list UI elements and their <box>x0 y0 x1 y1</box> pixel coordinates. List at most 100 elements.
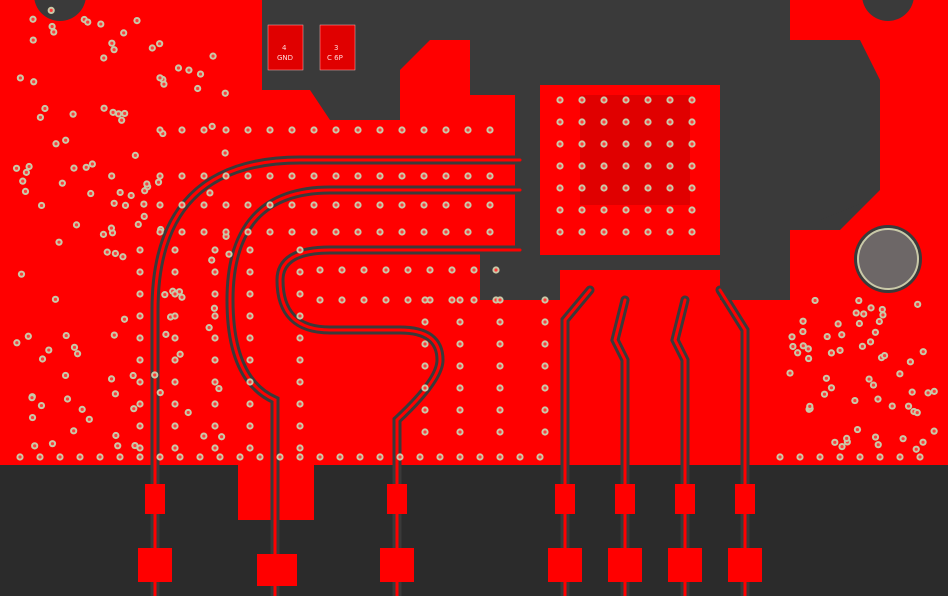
via-drill <box>458 408 462 412</box>
via-drill <box>153 373 157 377</box>
via-drill <box>145 182 149 186</box>
via-drill <box>158 455 162 459</box>
via-drill <box>177 290 182 294</box>
via-drill <box>334 128 338 132</box>
via-drill <box>906 404 911 408</box>
via-drill <box>825 334 829 339</box>
via-drill <box>143 189 147 193</box>
via-drill <box>27 164 31 169</box>
via-drill <box>64 333 68 338</box>
via-drill <box>444 174 448 178</box>
via-drill <box>212 306 217 310</box>
connector-pad-large <box>728 548 762 582</box>
via-drill <box>624 208 628 212</box>
via-drill <box>89 191 93 196</box>
via-drill <box>113 251 117 256</box>
via-drill <box>798 455 802 459</box>
via-drill <box>444 203 448 207</box>
via-drill <box>98 455 102 459</box>
via-drill <box>466 128 470 132</box>
via-drill <box>39 403 44 408</box>
via-drill <box>180 174 184 178</box>
via-drill <box>882 353 887 358</box>
via-drill <box>248 292 252 296</box>
via-drill <box>122 317 127 321</box>
via-drill <box>400 174 404 178</box>
via-drill <box>211 54 215 58</box>
via-drill <box>602 120 606 124</box>
via-drill <box>298 402 302 406</box>
via-drill <box>806 347 810 351</box>
via-drill <box>138 292 142 296</box>
via-drill <box>668 164 672 168</box>
via-drill <box>213 292 217 296</box>
via-drill <box>298 424 302 428</box>
via-drill <box>86 20 90 24</box>
via-drill <box>290 128 294 132</box>
via-drill <box>133 153 137 157</box>
via-drill <box>202 203 206 207</box>
via-drill <box>690 120 694 124</box>
via-drill <box>873 435 878 439</box>
via-drill <box>258 455 262 459</box>
via-drill <box>801 344 805 348</box>
via-drill <box>58 455 62 459</box>
via-drill <box>908 360 912 364</box>
via-drill <box>138 314 142 318</box>
via-drill <box>224 174 228 178</box>
via-drill <box>43 106 47 111</box>
via-drill <box>488 128 492 132</box>
via-drill <box>180 128 184 132</box>
via-drill <box>558 98 562 102</box>
connector-pad-large <box>257 554 297 586</box>
via-drill <box>690 230 694 234</box>
via-drill <box>871 383 876 387</box>
via-drill <box>227 252 231 256</box>
via-drill <box>668 142 672 146</box>
via-drill <box>26 334 30 338</box>
via-drill <box>298 380 302 384</box>
via-drill <box>31 17 35 21</box>
via-drill <box>102 106 106 110</box>
via-drill <box>72 429 76 433</box>
via-drill <box>602 142 606 146</box>
via-drill <box>857 321 862 326</box>
via-drill <box>178 352 182 356</box>
via-drill <box>116 444 120 448</box>
via-drill <box>423 342 427 346</box>
via-drill <box>932 389 936 393</box>
via-drill <box>50 24 54 29</box>
via-drill <box>829 351 834 355</box>
via-drill <box>173 446 177 450</box>
via-drill <box>836 322 840 326</box>
via-drill <box>854 311 858 315</box>
via-drill <box>32 80 36 84</box>
via-drill <box>202 174 206 178</box>
via-drill <box>298 446 302 450</box>
silk-gnd-num: 4 <box>282 44 287 52</box>
via-drill <box>105 250 109 254</box>
via-drill <box>840 333 844 337</box>
via-drill <box>602 186 606 190</box>
via-drill <box>110 231 115 235</box>
via-drill <box>458 320 462 324</box>
via-drill <box>14 166 19 170</box>
via-drill <box>580 230 584 234</box>
via-drill <box>224 234 228 238</box>
via-drill <box>646 98 650 102</box>
via-drill <box>116 112 121 116</box>
via-drill <box>49 8 53 12</box>
via-drill <box>112 201 116 205</box>
via-drill <box>450 268 454 272</box>
via-drill <box>668 120 672 124</box>
via-drill <box>246 203 250 207</box>
via-drill <box>916 302 920 306</box>
via-drill <box>926 391 930 395</box>
via-drill <box>378 455 382 459</box>
via-drill <box>47 348 51 352</box>
via-drill <box>187 68 191 72</box>
via-drill <box>78 455 82 459</box>
via-drill <box>298 336 302 340</box>
via-drill <box>624 164 628 168</box>
